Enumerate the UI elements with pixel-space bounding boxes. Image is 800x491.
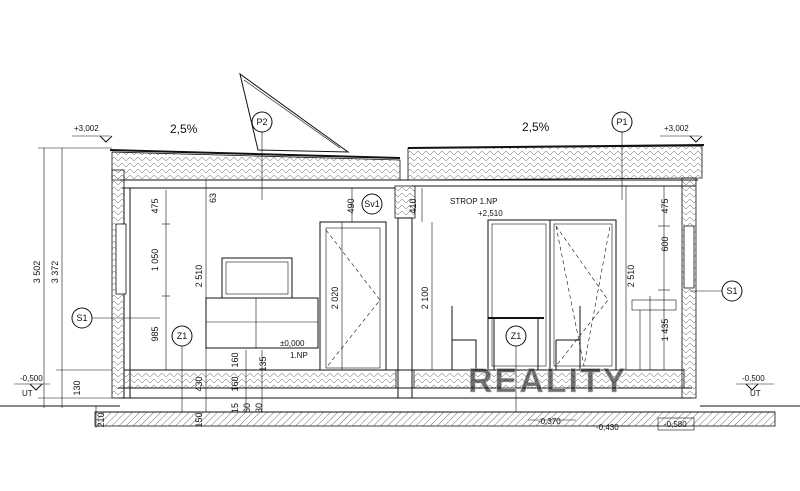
- section-z1-left: Z1: [177, 331, 188, 341]
- svg-text:2 020: 2 020: [330, 287, 340, 310]
- panel-label-p1: P1: [616, 117, 627, 127]
- svg-text:63: 63: [208, 193, 218, 203]
- svg-text:UT: UT: [22, 389, 33, 398]
- level-ground-left: -0,500 UT: [14, 374, 50, 398]
- svg-text:1 050: 1 050: [150, 249, 160, 272]
- svg-text:985: 985: [150, 326, 160, 341]
- svg-text:+3,002: +3,002: [664, 124, 689, 133]
- svg-text:135: 135: [258, 356, 268, 371]
- svg-text:150: 150: [194, 412, 204, 427]
- svg-text:490: 490: [346, 198, 356, 213]
- svg-text:410: 410: [408, 198, 418, 213]
- svg-text:2 100: 2 100: [420, 287, 430, 310]
- section-s1-right: S1: [726, 286, 737, 296]
- dim-text-center: 490 2 020 2 100 410 160 160 135 15 60 30: [230, 198, 430, 413]
- svg-text:2 510: 2 510: [194, 265, 204, 288]
- level-top-right: +3,002: [660, 124, 703, 143]
- svg-text:1.NP: 1.NP: [290, 351, 308, 360]
- svg-text:1 435: 1 435: [660, 319, 670, 342]
- svg-text:-0,500: -0,500: [742, 374, 765, 383]
- level-floor: ±0,000 1.NP: [280, 339, 308, 360]
- svg-text:430: 430: [194, 376, 204, 391]
- watermark-logo: REALITY: [468, 362, 627, 400]
- floor-slab: [118, 369, 692, 399]
- dim-text-right: 475 600 2 510 1 435: [626, 198, 670, 341]
- svg-text:+3,002: +3,002: [74, 124, 99, 133]
- svg-text:-0,580: -0,580: [664, 420, 687, 429]
- dim-lines-center: [245, 188, 433, 412]
- terrain: [0, 405, 800, 427]
- slope-left: 2,5%: [170, 122, 198, 136]
- svg-text:UT: UT: [750, 389, 761, 398]
- svg-text:30: 30: [254, 403, 264, 413]
- svg-text:15: 15: [230, 403, 240, 413]
- dim-text-left-room: 475 1 050 985: [150, 198, 160, 341]
- wall-right: [681, 177, 697, 399]
- door-left: [319, 221, 387, 371]
- svg-text:475: 475: [150, 198, 160, 213]
- dim-text-left-interior: 2 510 63 430 150: [194, 193, 218, 428]
- section-markers: S1 S1 Z1 Z1 Sv1 P2 P1: [71, 111, 743, 412]
- svg-text:475: 475: [660, 198, 670, 213]
- svg-text:2 510: 2 510: [626, 265, 636, 288]
- level-ground-right: -0,500 UT: [736, 374, 774, 398]
- wall-center: [394, 185, 416, 399]
- svg-text:160: 160: [230, 352, 240, 367]
- svg-text:-0,430: -0,430: [596, 423, 619, 432]
- tv-unit: [205, 257, 319, 349]
- svg-text:3 372: 3 372: [50, 261, 60, 284]
- level-top-left: +3,002: [72, 124, 113, 143]
- section-z1-right: Z1: [511, 331, 522, 341]
- section-sv1: Sv1: [364, 199, 380, 209]
- slope-right: 2,5%: [522, 120, 550, 134]
- svg-text:-0,370: -0,370: [538, 417, 561, 426]
- glazed-door-right: [487, 219, 617, 371]
- roof: [109, 144, 705, 189]
- level-ceiling: STROP 1.NP +2,510: [450, 197, 503, 218]
- dining-table: [451, 299, 677, 370]
- dim-text-left-outer: 3 502 3 372 130 210: [32, 261, 106, 428]
- svg-text:130: 130: [72, 380, 82, 395]
- section-s1-left: S1: [76, 313, 87, 323]
- panel-label-p2: P2: [256, 117, 267, 127]
- svg-text:-0,500: -0,500: [20, 374, 43, 383]
- svg-text:+2,510: +2,510: [478, 209, 503, 218]
- dim-lines-left: [38, 147, 207, 428]
- svg-text:STROP 1.NP: STROP 1.NP: [450, 197, 497, 206]
- svg-text:160: 160: [230, 376, 240, 391]
- svg-text:60: 60: [242, 403, 252, 413]
- wall-left: [111, 169, 131, 399]
- svg-text:210: 210: [96, 412, 106, 427]
- svg-text:600: 600: [660, 236, 670, 251]
- level-foundation: -0,370 -0,430 -0,580: [528, 417, 695, 432]
- solar-panel-p2: [239, 72, 350, 153]
- dim-lines-right: [625, 186, 670, 370]
- svg-text:3 502: 3 502: [32, 261, 42, 284]
- svg-text:±0,000: ±0,000: [280, 339, 305, 348]
